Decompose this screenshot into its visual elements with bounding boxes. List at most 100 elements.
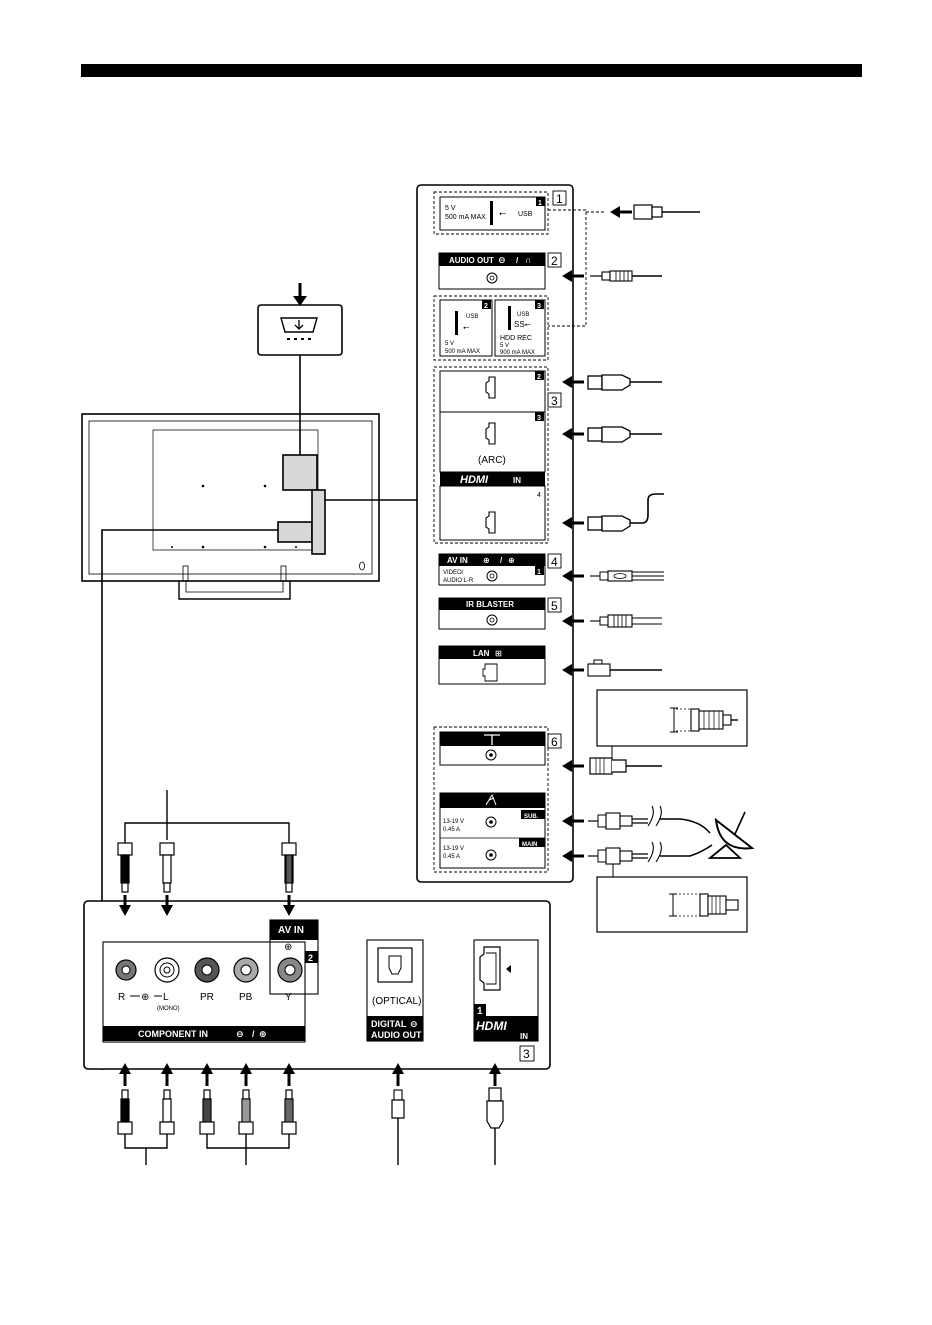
usb3-spec-a: 900 mA MAX [500, 350, 535, 356]
antenna-jack [485, 749, 497, 761]
bottom-group-number-3: 3 [523, 1047, 530, 1061]
av-in-input-icon: ⊕ [483, 556, 490, 565]
hdmi4-port [485, 511, 496, 534]
satellite-sub-label: SUB. [524, 814, 539, 820]
usb2-icon: ⭠ [463, 323, 470, 332]
usb3-number: 3 [537, 303, 541, 310]
usb1-port [490, 201, 493, 225]
hdmi2-number: 2 [537, 374, 541, 381]
av-in-label: AV IN [278, 925, 304, 936]
hdmi4-number: 4 [537, 492, 541, 499]
av-in-side-sub1: VIDEO/ [443, 570, 464, 576]
audio-out-jack [486, 272, 498, 284]
component-sep: / [252, 1029, 255, 1039]
ir-blaster-label: IR BLASTER [466, 600, 514, 609]
av-in-side-number: 1 [537, 569, 541, 576]
audio-out-icon: ⊖ [498, 255, 506, 265]
usb1-spec-v: 5 V [445, 205, 456, 212]
usb3-rec-label: HDD REC [500, 335, 532, 342]
lan-label: LAN [473, 649, 490, 658]
hdmi1-number: 1 [477, 1006, 483, 1017]
usb2-spec-v: 5 V [445, 341, 454, 347]
hdmi1-port [479, 946, 501, 991]
av-in-bottom-icon: ⊕ [284, 942, 292, 953]
hdmi1-indicator-icon [506, 965, 511, 973]
digital-audio-out-label: AUDIO OUT [371, 1030, 422, 1040]
audio-out-label: AUDIO OUT [449, 256, 494, 265]
label-mono: (MONO) [157, 1006, 180, 1012]
usb1-label: USB [518, 211, 533, 218]
usb2-port [455, 311, 458, 335]
usb1-number: 1 [538, 200, 542, 207]
group-number-3: 3 [551, 394, 558, 408]
f-connector-detail [596, 876, 748, 933]
hdmi-arc-label: (ARC) [478, 455, 506, 466]
group-number-5: 5 [551, 599, 558, 613]
hdmi1-logo: HDMI [476, 1019, 507, 1033]
group-number-2: 2 [551, 254, 558, 268]
digital-output-icon: ⊖ [410, 1019, 418, 1029]
ir-blaster-jack [486, 614, 498, 626]
bottom-cables [117, 1063, 504, 1165]
satellite-spec2-v: 13-19 V [443, 846, 464, 852]
hdmi-in-label: IN [513, 476, 521, 485]
network-icon: ⊞ [495, 649, 502, 658]
component-input-icon: ⊕ [259, 1029, 267, 1039]
side-cables [548, 204, 713, 877]
usb3-label: USB [517, 312, 529, 318]
satellite-sub-jack [485, 816, 497, 828]
av-in-number: 2 [308, 953, 313, 963]
hdmi3-number: 3 [537, 415, 541, 422]
component-in-label: COMPONENT IN [138, 1029, 208, 1039]
satellite-icon [485, 793, 497, 806]
optical-port [377, 947, 413, 983]
tv-rear-view [81, 413, 380, 600]
header-bar [81, 64, 862, 77]
av-in-side-jack [486, 570, 498, 582]
audio-out-sep: / [516, 256, 519, 265]
hdmi3-port [485, 422, 496, 445]
hdmi2-port [485, 376, 496, 399]
av-in-input-icon-2: ⊕ [508, 556, 515, 565]
side-terminal-panel: 5 V 500 mA MAX ⭠ USB 1 1 AUDIO OUT ⊖ / ∩… [416, 184, 574, 883]
rca-jacks [115, 957, 303, 983]
group-number-1: 1 [556, 192, 563, 206]
satellite-spec1-a: 0.45 A [443, 827, 460, 833]
usb2-label: USB [466, 314, 478, 320]
hdmi1-in-label: IN [520, 1032, 528, 1041]
digital-label: DIGITAL [371, 1019, 407, 1029]
antenna-icon [484, 734, 500, 745]
usb3-spec-v: 5 V [500, 343, 509, 349]
usb2-spec-a: 500 mA MAX [445, 349, 480, 355]
hdmi-logo: HDMI [460, 474, 489, 486]
av-in-side-sub2: AUDIO L-R [443, 578, 474, 584]
usb3-port [508, 306, 511, 330]
satellite-dish-icon [707, 811, 755, 859]
headphones-icon: ∩ [525, 255, 532, 265]
usb3-icon: SS⭠ [514, 320, 532, 329]
top-connector-callout [257, 283, 343, 455]
satellite-main-jack [485, 849, 497, 861]
optical-label: (OPTICAL) [372, 996, 421, 1007]
label-pr: PR [200, 992, 214, 1003]
label-y: Y [285, 992, 292, 1003]
label-r: R [118, 992, 125, 1003]
group-number-4: 4 [551, 555, 558, 569]
av-in-side-label: AV IN [447, 556, 468, 565]
satellite-main-label: MAIN [522, 842, 537, 848]
satellite-spec1-v: 13-19 V [443, 819, 464, 825]
label-l: L [163, 992, 169, 1003]
label-pb: PB [239, 992, 253, 1003]
group-number-6: 6 [551, 735, 558, 749]
lan-port [482, 663, 498, 682]
av-in-side-sep: / [500, 556, 503, 565]
usb1-spec-a: 500 mA MAX [445, 214, 486, 221]
rf-connector-detail [596, 689, 748, 747]
audio-input-icon: ⊕ [141, 992, 149, 1003]
usb-icon: ⭠ [499, 208, 506, 218]
bottom-panel-leader [101, 529, 278, 1070]
usb2-number: 2 [484, 303, 488, 310]
satellite-spec2-a: 0.45 A [443, 854, 460, 860]
component-icon: ⊖ [236, 1029, 244, 1039]
